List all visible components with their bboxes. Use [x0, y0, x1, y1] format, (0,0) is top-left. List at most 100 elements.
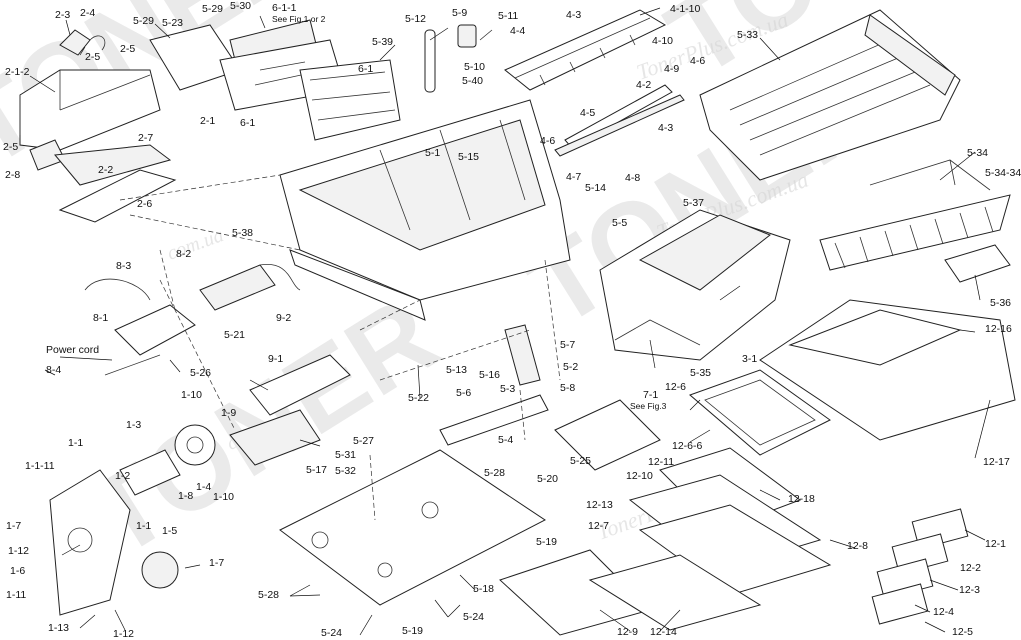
label-12-6-6: 12-6-6: [672, 440, 703, 452]
label-1-6: 1-6: [10, 565, 25, 577]
part-5-33-top-cover: [699, 9, 961, 181]
label-5-33: 5-33: [737, 29, 758, 41]
label-5-24: 5-24: [321, 627, 342, 639]
label-5-38: 5-38: [232, 227, 253, 239]
label-4-7: 4-7: [566, 171, 581, 183]
label-1-5: 1-5: [162, 525, 177, 537]
part-9-1-board: [229, 354, 351, 466]
part-12-6-sheet-tray: [689, 369, 831, 456]
label-4-9: 4-9: [664, 63, 679, 75]
label-4-4: 4-4: [510, 25, 525, 37]
label-4-2: 4-2: [636, 79, 651, 91]
label-8-2: 8-2: [176, 248, 191, 260]
label-5-11: 5-11: [498, 10, 518, 22]
label-12-3: 12-3: [959, 584, 980, 596]
label-2-7: 2-7: [138, 132, 153, 144]
label-5-37: 5-37: [683, 197, 704, 209]
label-1-10: 1-10: [181, 389, 202, 401]
label-4-6: 4-6: [690, 55, 705, 67]
label-5-20: 5-20: [537, 473, 558, 485]
label-5-18: 5-18: [473, 583, 494, 595]
label-1-12: 1-12: [8, 545, 29, 557]
label-5-8: 5-8: [560, 382, 575, 394]
label-5-40: 5-40: [462, 75, 483, 87]
label-5-16: 5-16: [479, 369, 500, 381]
label-8-1: 8-1: [93, 312, 108, 324]
label-see-fig-3: See Fig.3: [630, 401, 667, 411]
label-4-3: 4-3: [658, 122, 673, 134]
label-5-3: 5-3: [500, 383, 515, 395]
label-4-10: 4-10: [652, 35, 673, 47]
label-5-12: 5-12: [405, 13, 426, 25]
label-12-18: 12-18: [788, 493, 815, 505]
label-1-2: 1-2: [115, 470, 130, 482]
label-12-16: 12-16: [985, 323, 1012, 335]
label-2-2: 2-2: [98, 164, 113, 176]
label-1-7: 1-7: [6, 520, 21, 532]
label-8-3: 8-3: [116, 260, 131, 272]
label-12-9: 12-9: [617, 626, 638, 638]
label-1-1: 1-1: [68, 437, 83, 449]
label-5-17: 5-17: [306, 464, 327, 476]
label-4-1-10: 4-1-10: [670, 3, 701, 15]
label-2-5: 2-5: [120, 43, 135, 55]
label-12-6: 12-6: [665, 381, 686, 393]
part-2-1-2-shield: [19, 69, 161, 171]
label-8-4: 8-4: [46, 364, 61, 376]
part-5-36-label: [944, 244, 1011, 283]
part-12-sheets-stack: [499, 447, 832, 636]
label-2-8: 2-8: [5, 169, 20, 181]
part-main-base-body: [279, 99, 571, 321]
label-1-7: 1-7: [209, 557, 224, 569]
label-12-7: 12-7: [588, 520, 609, 532]
label-5-28: 5-28: [258, 589, 279, 601]
label-5-34: 5-34: [967, 147, 988, 159]
label-2-1-2: 2-1-2: [5, 66, 30, 78]
label-5-9: 5-9: [452, 7, 467, 19]
label-5-21: 5-21: [224, 329, 245, 341]
label-5-13: 5-13: [446, 364, 467, 376]
label-4-8: 4-8: [625, 172, 640, 184]
label-9-1: 9-1: [268, 353, 283, 365]
label-5-31: 5-31: [335, 449, 356, 461]
label-5-2: 5-2: [563, 361, 578, 373]
label-4-6: 4-6: [540, 135, 555, 147]
label-5-14: 5-14: [585, 182, 606, 194]
label-5-36: 5-36: [990, 297, 1011, 309]
label-5-19: 5-19: [536, 536, 557, 548]
label-1-12: 1-12: [113, 628, 134, 640]
label-12-13: 12-13: [586, 499, 613, 511]
label-5-24: 5-24: [463, 611, 484, 623]
label-5-26: 5-26: [190, 367, 211, 379]
label-5-32: 5-32: [335, 465, 356, 477]
label-5-1: 5-1: [425, 147, 440, 159]
part-5-39-frame: [299, 59, 401, 141]
label-5-29: 5-29: [202, 3, 223, 15]
part-5-21-cable: [199, 263, 301, 311]
label-2-1: 2-1: [200, 115, 215, 127]
leader-lines: [29, 7, 991, 636]
label-4-5: 4-5: [580, 107, 595, 119]
label-12-11: 12-11: [648, 456, 674, 468]
part-labels: 2-1-2 2-3 2-4 2-5 2-5 5-29 5-23 5-29 5-3…: [3, 0, 1021, 640]
label-5-30: 5-30: [230, 0, 251, 12]
part-8-1-power-board: [84, 278, 196, 376]
label-5-6: 5-6: [456, 387, 471, 399]
label-5-34-34: 5-34-34: [985, 167, 1021, 179]
part-2-6-board: [54, 144, 177, 223]
part-1-gear-assembly: [49, 449, 181, 616]
label-5-22: 5-22: [408, 392, 429, 404]
label-5-29: 5-29: [133, 15, 154, 27]
label-12-14: 12-14: [650, 626, 677, 638]
label-12-17: 12-17: [983, 456, 1010, 468]
label-2-5: 2-5: [85, 51, 100, 63]
label-5-23: 5-23: [162, 17, 183, 29]
part-5-34-tray: [819, 159, 1011, 271]
label-2-3: 2-3: [55, 9, 70, 21]
part-4-3-unit: [504, 9, 667, 91]
label-5-25: 5-25: [570, 455, 591, 467]
part-5-4-rail: [439, 324, 549, 446]
label-6-1: 6-1: [358, 63, 373, 75]
label-5-27: 5-27: [353, 435, 374, 447]
